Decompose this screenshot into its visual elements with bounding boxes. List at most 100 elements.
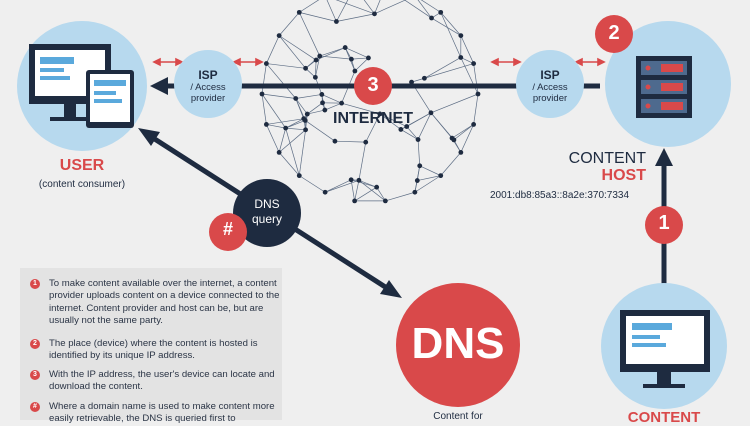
dns-step-number: #	[212, 219, 244, 240]
network-node	[349, 177, 354, 182]
network-node	[319, 92, 324, 97]
network-link	[415, 0, 441, 12]
isp-left-subtitle: / Access provider	[176, 82, 240, 104]
network-link	[279, 12, 299, 35]
network-node	[476, 92, 481, 97]
network-link	[299, 130, 305, 176]
network-node	[438, 173, 443, 178]
network-node	[415, 178, 420, 183]
network-node	[314, 58, 319, 63]
network-node	[416, 137, 421, 142]
server-icon	[636, 56, 692, 118]
user-title: USER	[30, 157, 134, 175]
network-link	[262, 64, 266, 94]
network-node	[339, 101, 344, 106]
network-node	[333, 139, 338, 144]
network-link	[320, 48, 345, 56]
user-subtitle: (content consumer)	[20, 179, 144, 190]
network-node	[452, 137, 457, 142]
network-node	[366, 56, 371, 61]
network-link	[279, 36, 305, 69]
network-link	[377, 187, 386, 201]
network-link	[407, 127, 418, 140]
network-node	[303, 118, 308, 123]
network-node	[260, 92, 265, 97]
legend-text: With the IP address, the user's device c…	[49, 369, 281, 394]
network-link	[359, 180, 377, 187]
network-node	[357, 178, 362, 183]
network-link	[385, 192, 414, 201]
network-node	[277, 150, 282, 155]
network-node	[458, 33, 463, 38]
isp-right-title: ISP	[518, 68, 582, 82]
network-node	[343, 45, 348, 50]
network-node	[417, 163, 422, 168]
network-link	[325, 180, 359, 192]
network-node	[429, 16, 434, 21]
network-link	[424, 64, 473, 79]
isp-left-title: ISP	[176, 68, 240, 82]
network-link	[299, 176, 325, 193]
network-link	[441, 12, 461, 35]
legend-number-badge: 2	[30, 339, 40, 349]
legend-number-badge: 3	[30, 370, 40, 380]
network-link	[262, 94, 296, 98]
network-node	[363, 140, 368, 145]
step-1-number: 1	[646, 212, 682, 235]
network-link	[279, 36, 316, 60]
network-node	[303, 127, 308, 132]
network-node	[471, 122, 476, 127]
network-node	[471, 61, 476, 66]
network-link	[325, 0, 374, 14]
network-link	[299, 0, 325, 12]
network-node	[412, 190, 417, 195]
network-link	[355, 180, 359, 201]
arrow-to-host-icon	[655, 148, 673, 166]
network-node	[277, 33, 282, 38]
network-link	[418, 140, 420, 166]
dns-label: DNS	[398, 320, 518, 368]
double-arrow-icon	[576, 59, 604, 65]
network-node	[317, 54, 322, 59]
network-node	[264, 61, 269, 66]
host-title-line2: HOST	[540, 167, 646, 185]
network-link	[415, 0, 432, 18]
network-node	[303, 66, 308, 71]
step-2-number: 2	[596, 22, 632, 45]
network-link	[286, 128, 300, 176]
network-link	[325, 180, 351, 192]
network-link	[441, 152, 461, 175]
network-link	[355, 0, 375, 14]
network-link	[299, 12, 319, 56]
network-link	[286, 128, 306, 130]
network-node	[323, 190, 328, 195]
legend-text: The place (device) where the content is …	[49, 338, 281, 363]
double-arrow-icon	[492, 59, 520, 65]
network-link	[359, 142, 366, 180]
legend-number-badge: #	[30, 402, 40, 412]
network-link	[351, 58, 368, 59]
network-link	[266, 64, 305, 69]
network-node	[458, 150, 463, 155]
network-link	[335, 141, 366, 142]
host-title-line1: CONTENT	[540, 150, 646, 168]
network-node	[352, 69, 357, 74]
step-3-number: 3	[354, 74, 392, 97]
network-link	[432, 18, 461, 36]
internet-label: INTERNET	[310, 110, 436, 128]
network-link	[355, 187, 377, 201]
network-node	[422, 76, 427, 81]
network-link	[299, 12, 336, 21]
network-node	[264, 122, 269, 127]
double-arrow-icon	[234, 59, 262, 65]
network-node	[293, 96, 298, 101]
network-link	[474, 94, 478, 124]
network-node	[374, 185, 379, 190]
network-link	[266, 64, 295, 99]
network-node	[352, 199, 357, 204]
network-link	[266, 36, 279, 64]
network-link	[336, 14, 374, 22]
network-link	[424, 57, 460, 78]
network-node	[349, 57, 354, 62]
network-node	[320, 100, 325, 105]
